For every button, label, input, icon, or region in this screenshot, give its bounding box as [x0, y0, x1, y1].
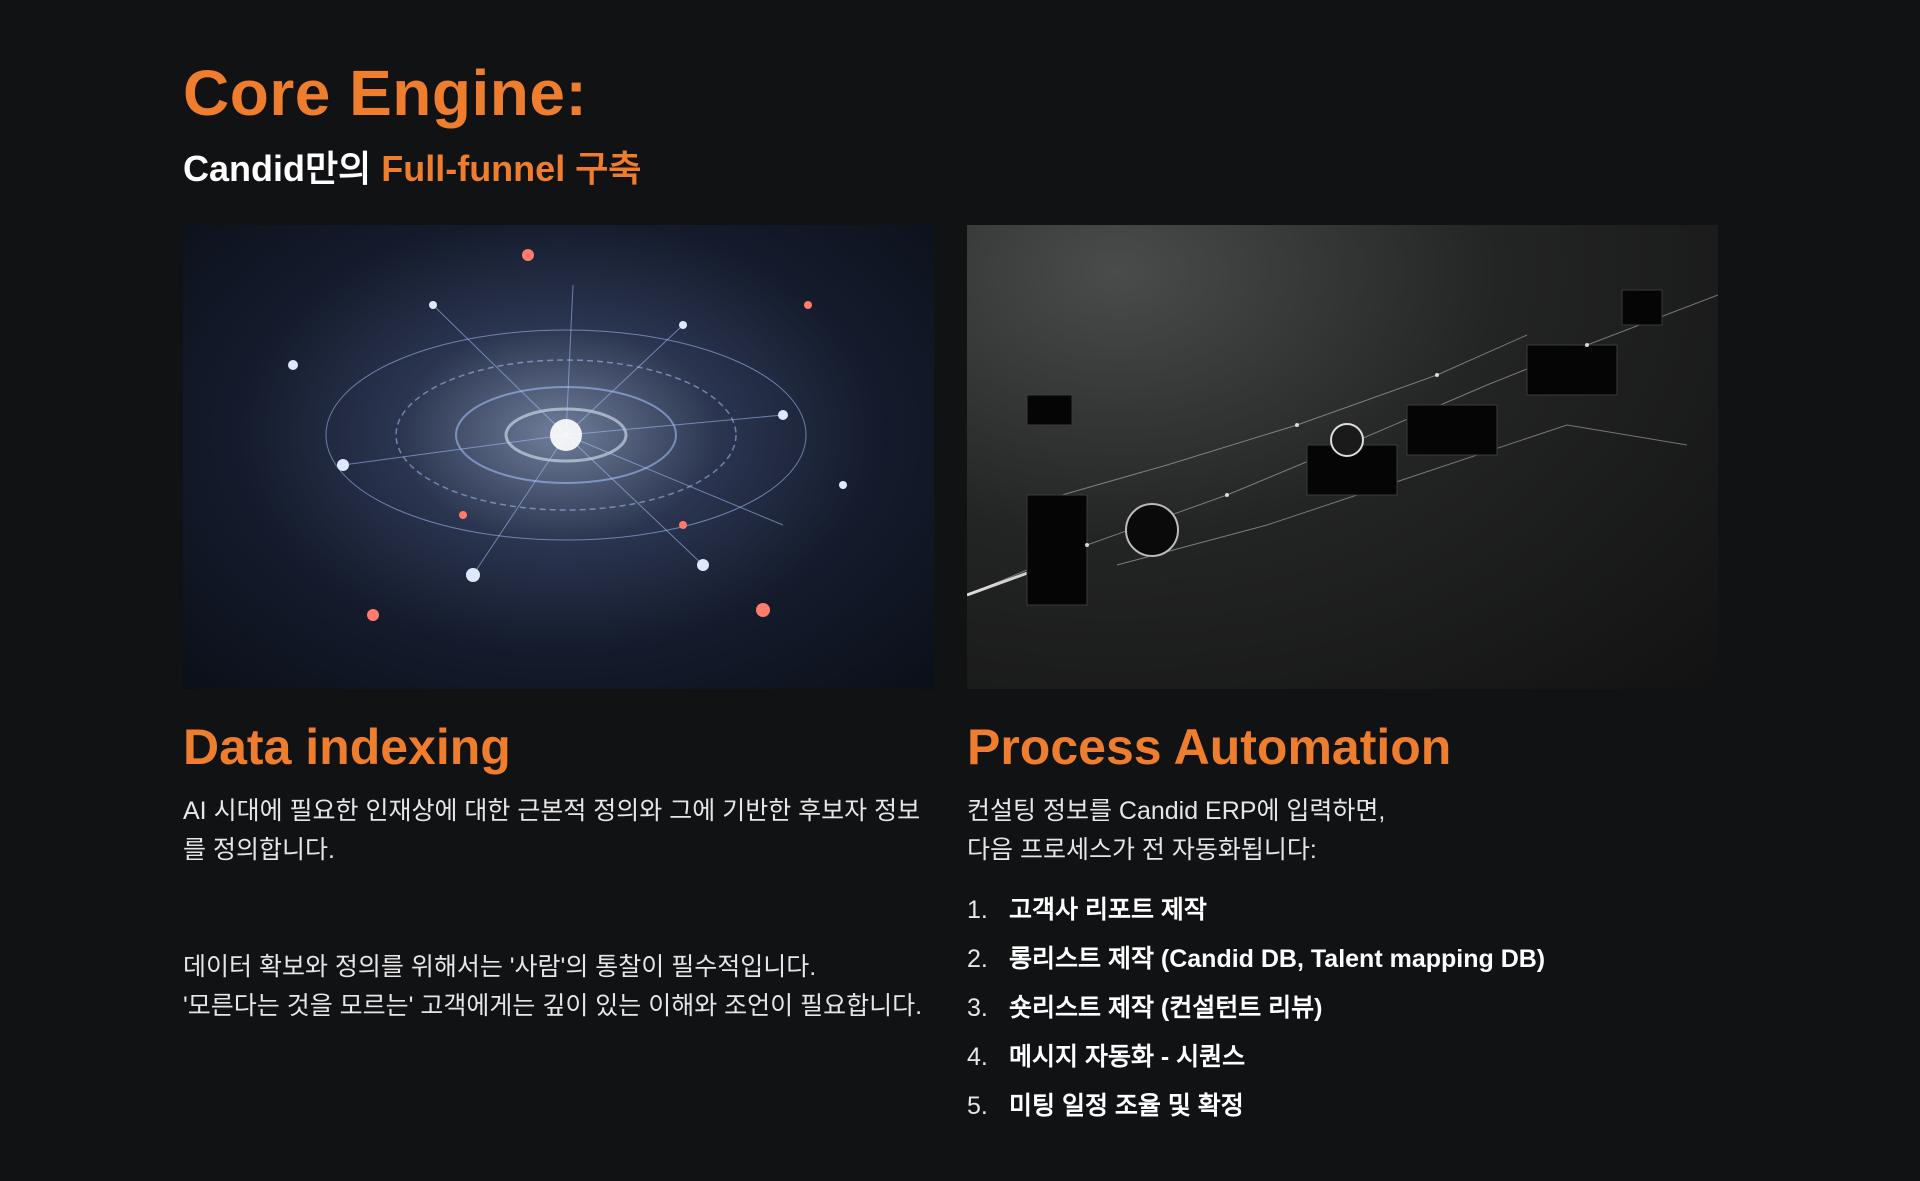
subtitle-accent: Full-funnel 구축	[381, 148, 642, 189]
process-step: 3. 숏리스트 제작 (컨설턴트 리뷰)	[967, 984, 1718, 1033]
automation-pipeline-illustration	[967, 289, 1718, 606]
network-hub-illustration	[288, 249, 847, 621]
process-step: 1. 고객사 리포트 제작	[967, 886, 1718, 935]
step-number: 3.	[967, 994, 988, 1022]
data-indexing-line-2: '모른다는 것을 모르는' 고객에게는 깊이 있는 이해와 조언이 필요합니다.	[183, 992, 923, 1020]
process-automation-section: Process Automation 컨설팅 정보를 Candid ERP에 입…	[967, 716, 1718, 1131]
step-text: 고객사 리포트 제작	[1009, 896, 1207, 924]
step-number: 1.	[967, 896, 988, 924]
data-indexing-line-1: 데이터 확보와 정의를 위해서는 '사람'의 통찰이 필수적입니다.	[183, 953, 817, 981]
data-indexing-description: AI 시대에 필요한 인재상에 대한 근본적 정의와 그에 기반한 후보자 정보…	[183, 797, 921, 864]
data-indexing-title: Data indexing	[183, 719, 511, 775]
step-text: 롱리스트 제작 (Candid DB, Talent mapping DB)	[1009, 945, 1546, 973]
data-indexing-section: Data indexing AI 시대에 필요한 인재상에 대한 근본적 정의와…	[183, 716, 934, 1026]
step-number: 5.	[967, 1092, 988, 1120]
process-intro-line-1: 컨설팅 정보를 Candid ERP에 입력하면,	[967, 797, 1386, 825]
process-step: 2. 롱리스트 제작 (Candid DB, Talent mapping DB)	[967, 935, 1718, 984]
process-steps-list: 1. 고객사 리포트 제작 2. 롱리스트 제작 (Candid DB, Talen…	[967, 886, 1718, 1131]
process-automation-title: Process Automation	[967, 719, 1452, 775]
process-step: 4. 메시지 자동화 - 시퀀스	[967, 1033, 1718, 1082]
step-number: 4.	[967, 1043, 988, 1071]
process-step: 5. 미팅 일정 조율 및 확정	[967, 1082, 1718, 1131]
step-text: 미팅 일정 조율 및 확정	[1009, 1092, 1244, 1120]
page-title: Core Engine:	[183, 57, 588, 129]
process-intro-line-2: 다음 프로세스가 전 자동화됩니다:	[967, 836, 1317, 864]
process-automation-image	[967, 225, 1718, 689]
step-text: 메시지 자동화 - 시퀀스	[1009, 1043, 1246, 1071]
subtitle-prefix: Candid만의	[183, 148, 382, 189]
page-subtitle: Candid만의 Full-funnel 구축	[183, 140, 641, 192]
step-number: 2.	[967, 945, 988, 973]
step-text: 숏리스트 제작 (컨설턴트 리뷰)	[1009, 994, 1323, 1022]
data-indexing-image	[183, 225, 934, 689]
